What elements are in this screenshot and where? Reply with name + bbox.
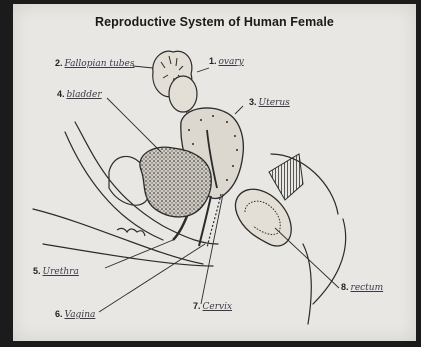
leader-line-rectum [275,228,339,288]
leader-line-bladder [107,98,161,152]
leader-line-vagina [99,244,205,312]
label-fallopian-tubes: 2.Fallopian tubes [55,58,134,70]
label-ovary: 1.ovary [209,56,244,68]
label-cervix: 7.Cervix [193,301,232,313]
label-bladder: 4.bladder [57,89,102,101]
label-urethra: 5.Urethra [33,266,79,278]
bladder-drawing [140,147,211,217]
ovary-drawing [169,76,197,112]
perineum-tissue [117,228,145,236]
leader-line-cervix [201,194,223,304]
worksheet: Reproductive System of Human Female [13,4,416,341]
leader-line-ovary [197,68,209,72]
rectum-drawing [235,154,303,246]
leader-line-fallopian-tubes [133,66,153,68]
label-vagina: 6.Vagina [55,309,95,321]
leader-line-uterus [235,106,243,114]
label-uterus: 3.Uterus [249,97,290,109]
label-rectum: 8.rectum [341,282,383,294]
